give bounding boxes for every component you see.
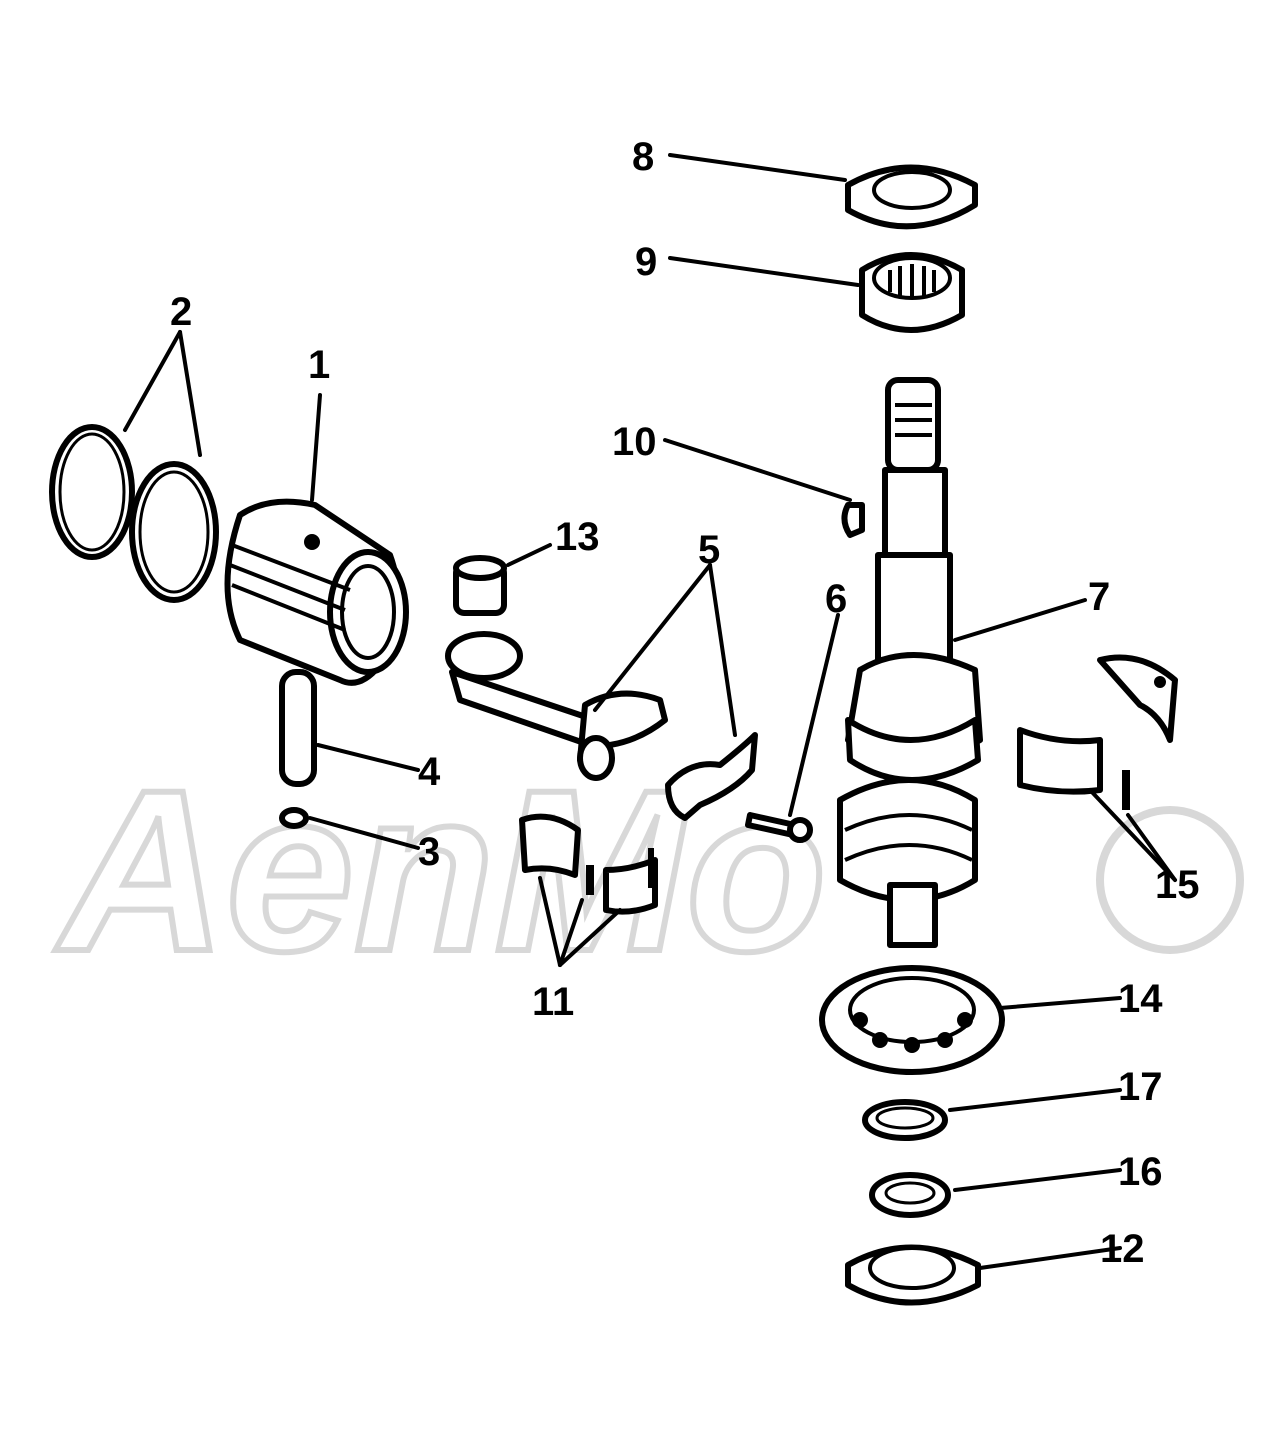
upper-seal xyxy=(845,164,978,230)
needle-bearing xyxy=(453,555,507,616)
callout-5: 5 xyxy=(698,528,720,572)
callout-8: 8 xyxy=(632,135,654,179)
pin-retainer xyxy=(279,807,309,829)
callout-15: 15 xyxy=(1155,863,1200,907)
callout-17: 17 xyxy=(1118,1065,1163,1109)
callout-labels: 2 1 8 9 10 13 5 6 7 4 3 15 11 14 17 16 1… xyxy=(170,135,1200,1271)
connecting-rod xyxy=(445,631,758,821)
crankshaft xyxy=(837,377,983,948)
lower-seal xyxy=(845,1244,981,1306)
piston-rings xyxy=(49,424,219,603)
callout-2: 2 xyxy=(170,290,192,334)
wrist-pin xyxy=(279,669,317,787)
rod-cap-screw xyxy=(745,812,813,843)
callout-3: 3 xyxy=(418,830,440,874)
callout-14: 14 xyxy=(1118,977,1163,1021)
callout-7: 7 xyxy=(1088,575,1110,619)
upper-bearing xyxy=(859,252,965,333)
lock-washer xyxy=(869,1172,951,1218)
callout-16: 16 xyxy=(1118,1150,1163,1194)
callout-11: 11 xyxy=(532,980,574,1024)
lower-ball-bearing xyxy=(819,965,1005,1075)
piston xyxy=(224,498,409,686)
callout-9: 9 xyxy=(635,240,657,284)
callout-4: 4 xyxy=(418,750,441,794)
callout-1: 1 xyxy=(308,343,330,387)
main-bearing-halves xyxy=(1017,654,1178,810)
callout-6: 6 xyxy=(825,577,847,621)
rod-bearing-halves xyxy=(519,813,658,915)
retaining-ring xyxy=(862,1099,948,1141)
watermark-wheel-icon xyxy=(1096,806,1244,954)
callout-10: 10 xyxy=(612,420,657,464)
leader-lines xyxy=(123,153,1177,1270)
woodruff-key xyxy=(841,502,865,538)
callout-13: 13 xyxy=(555,515,600,559)
callout-12: 12 xyxy=(1100,1227,1145,1271)
